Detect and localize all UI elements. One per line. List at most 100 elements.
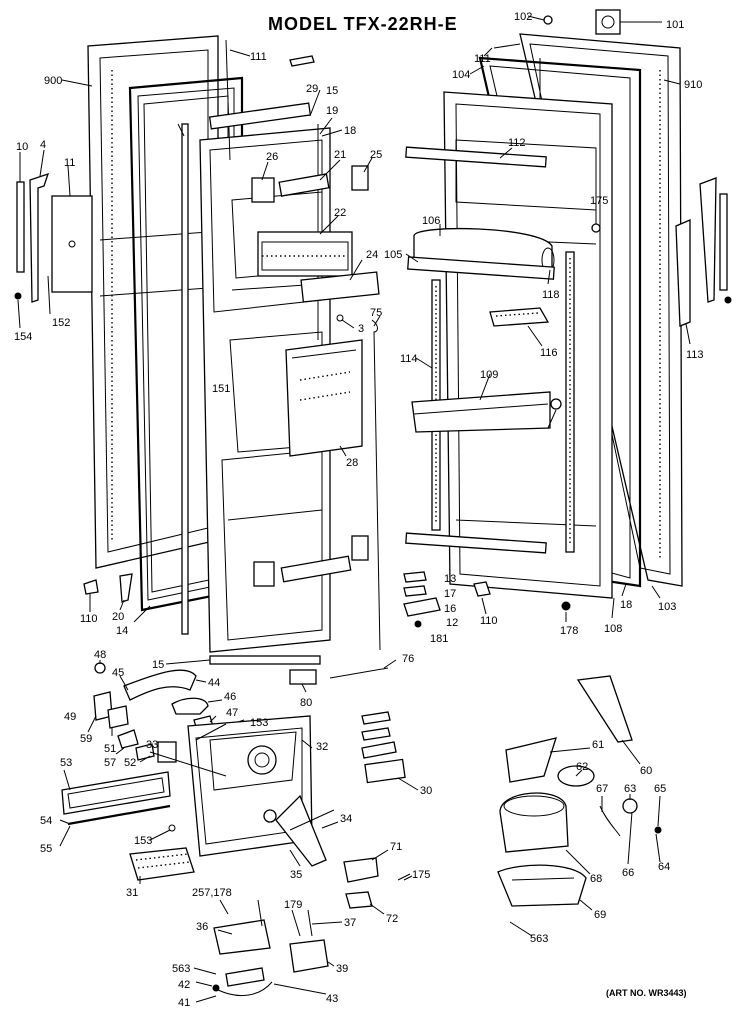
fresh-food-door-liner [443,91,613,599]
callout-label: 18 [620,599,632,611]
fresh-food-hinge-parts [493,9,732,327]
freezer-door-strips [16,39,319,635]
callout-label: 47 [226,707,238,719]
dispenser-small-parts [93,662,245,763]
callout-label: 37 [344,917,356,929]
callout-label: 46 [224,691,236,703]
callout-label: 154 [14,331,32,343]
callout-label: 113 [686,349,704,361]
callout-label: 33 [146,739,158,751]
callout-label: 24 [366,249,378,261]
callout-label: 35 [290,869,302,881]
callout-label: 110 [80,613,98,625]
callout-label: 34 [340,813,352,825]
callout-label: 64 [658,861,670,873]
callout-label: 48 [94,649,106,661]
callout-label: 32 [316,741,328,753]
callout-label: 66 [622,867,634,879]
model-title: MODEL TFX-22RH-E [268,14,458,34]
callout-label: 4 [40,139,46,151]
callout-label: 111 [250,51,267,63]
freezer-door-outer-panel [87,35,219,569]
callout-label: 45 [112,667,124,679]
callout-label: 19 [326,105,338,117]
callout-label: 15 [326,85,338,97]
callout-label: 76 [402,653,414,665]
callout-label: 10 [16,141,28,153]
callout-label: 106 [422,215,440,227]
dispenser-switch-parts [212,899,329,997]
callout-label: 62 [576,761,588,773]
callout-label: 72 [386,913,398,925]
callout-label: 151 [212,383,230,395]
callout-labels: 900 111 29 15 19 18 26 21 25 22 24 75 3 … [14,11,704,1009]
callout-label: 52 [124,757,136,769]
callout-label: 69 [594,909,606,921]
callout-label: 179 [284,899,302,911]
callout-label: 14 [116,625,128,637]
callout-label: 22 [334,207,346,219]
callout-label: 61 [592,739,604,751]
callout-label: 75 [370,307,382,319]
ice-auger-motor-assembly [497,675,662,907]
callout-label: 13 [444,573,456,585]
callout-label: 178 [560,625,578,637]
callout-label: 44 [208,677,220,689]
callout-label: 29 [306,83,318,95]
callout-label: 49 [64,711,76,723]
callout-label: 108 [604,623,622,635]
callout-label: 25 [370,149,382,161]
freezer-bottom-parts [83,573,389,685]
callout-label: 103 [658,601,676,613]
callout-label: 116 [540,347,558,359]
callout-label: 112 [508,137,526,149]
ice-dispenser-door [285,339,363,457]
callout-label: 67 [596,783,608,795]
callout-label: 26 [266,151,278,163]
callout-label: 3 [358,323,364,335]
dispenser-grille-and-trim [61,771,195,881]
callout-label: 110 [480,615,498,627]
callout-label: 31 [126,887,138,899]
callout-label: 910 [684,79,702,91]
callout-label: 11 [64,157,75,169]
callout-label: 563 [172,963,190,975]
callout-label: 900 [44,75,62,87]
callout-label: 42 [178,979,190,991]
callout-label: 152 [52,317,70,329]
fresh-food-bottom-parts [403,223,601,628]
callout-label: 15 [152,659,164,671]
callout-label: 175 [590,195,608,207]
callout-label: 21 [334,149,346,161]
callout-label: 111 [474,53,491,65]
callout-label: 114 [400,353,418,365]
callout-label: 41 [178,997,190,1009]
callout-label: 118 [542,289,560,301]
callout-label: 28 [346,457,358,469]
callout-label: 60 [640,765,652,777]
fresh-food-bins [407,227,562,433]
callout-label: 30 [420,785,432,797]
callout-label: 43 [326,993,338,1005]
callout-label: 257,178 [192,887,232,899]
callout-label: 181 [430,633,448,645]
dispenser-actuator-parts [275,711,411,909]
callout-label: 17 [444,588,456,600]
callout-label: 39 [336,963,348,975]
callout-label: 65 [654,783,666,795]
callout-label: 53 [60,757,72,769]
callout-label: 153 [134,835,152,847]
callout-label: 59 [80,733,92,745]
callout-label: 36 [196,921,208,933]
callout-leaders [17,15,691,1003]
callout-label: 20 [112,611,124,623]
callout-label: 563 [530,933,548,945]
callout-label: 105 [384,249,402,261]
callout-label: 57 [104,757,116,769]
callout-label: 18 [344,125,356,137]
callout-label: 80 [300,697,312,709]
callout-label: 16 [444,603,456,615]
callout-label: 63 [624,783,636,795]
art-number: (ART NO. WR3443) [606,988,687,998]
